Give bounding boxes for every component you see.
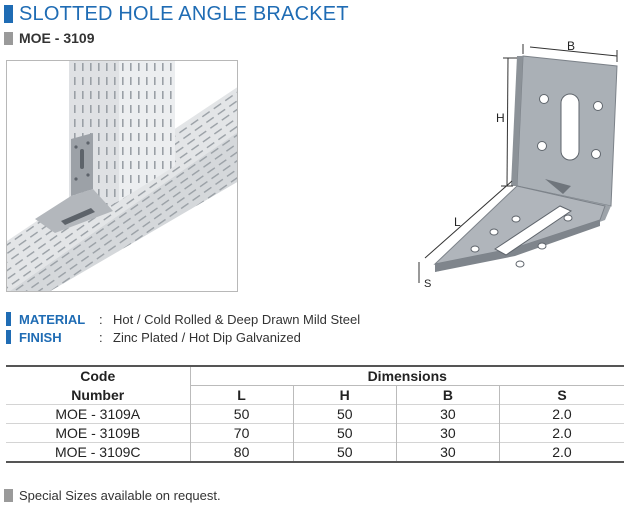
spec-label: MATERIAL: [19, 311, 86, 327]
cell-s: 2.0: [498, 423, 624, 443]
cell-h: 50: [292, 404, 397, 424]
label-l: L: [454, 215, 461, 229]
dimensions-header: Dimensions: [189, 365, 624, 386]
cell-l: 80: [189, 442, 294, 463]
installation-illustration: [7, 61, 237, 291]
model-accent-bar: [4, 31, 13, 45]
cell-h: 50: [292, 423, 397, 443]
table-row: MOE - 3109C 80 50 30 2.0: [6, 442, 624, 463]
dimensions-table: Code Dimensions Number L H B S MOE - 310…: [6, 365, 624, 463]
footnote: Special Sizes available on request.: [4, 488, 221, 503]
title-row: SLOTTED HOLE ANGLE BRACKET: [4, 4, 349, 24]
label-h: H: [496, 111, 505, 125]
table-header-row: Code Dimensions: [6, 365, 624, 386]
spec-accent-bar: [6, 330, 11, 344]
col-header-b: B: [395, 385, 500, 405]
product-photo: [6, 60, 238, 292]
code-cell: MOE - 3109B: [6, 423, 190, 443]
code-header: Code: [6, 365, 190, 386]
model-number: MOE - 3109: [19, 30, 95, 46]
spec-list: MATERIAL : Hot / Cold Rolled & Deep Draw…: [6, 310, 360, 346]
model-row: MOE - 3109: [4, 30, 94, 46]
cell-l: 50: [189, 404, 294, 424]
label-b: B: [567, 39, 575, 53]
code-header-line2: Number: [71, 386, 125, 403]
cell-s: 2.0: [498, 442, 624, 463]
cell-s: 2.0: [498, 404, 624, 424]
note-text: Special Sizes available on request.: [19, 488, 221, 503]
note-accent-bar: [4, 489, 13, 502]
cell-h: 50: [292, 442, 397, 463]
cell-b: 30: [395, 423, 500, 443]
cell-b: 30: [395, 404, 500, 424]
table-row: MOE - 3109B 70 50 30 2.0: [6, 423, 624, 443]
spec-finish: FINISH : Zinc Plated / Hot Dip Galvanize…: [6, 328, 360, 346]
page-title: SLOTTED HOLE ANGLE BRACKET: [19, 3, 349, 25]
col-header-h: H: [292, 385, 397, 405]
spec-value: Hot / Cold Rolled & Deep Drawn Mild Stee…: [113, 311, 361, 327]
spec-accent-bar: [6, 312, 11, 326]
col-header-s: S: [498, 385, 624, 405]
label-s: S: [424, 278, 431, 290]
col-header-l: L: [189, 385, 294, 405]
title-accent-bar: [4, 5, 13, 23]
spec-label: FINISH: [19, 329, 62, 345]
code-cell: MOE - 3109A: [6, 404, 190, 424]
cell-l: 70: [189, 423, 294, 443]
spec-material: MATERIAL : Hot / Cold Rolled & Deep Draw…: [6, 310, 360, 328]
spec-separator: :: [99, 329, 103, 345]
cell-b: 30: [395, 442, 500, 463]
spec-separator: :: [99, 311, 103, 327]
table-row: MOE - 3109A 50 50 30 2.0: [6, 404, 624, 424]
code-cell: MOE - 3109C: [6, 442, 190, 463]
dimension-diagram: B H L S: [395, 36, 630, 292]
table-subheader-row: Number L H B S: [6, 385, 624, 405]
spec-value: Zinc Plated / Hot Dip Galvanized: [113, 329, 301, 345]
